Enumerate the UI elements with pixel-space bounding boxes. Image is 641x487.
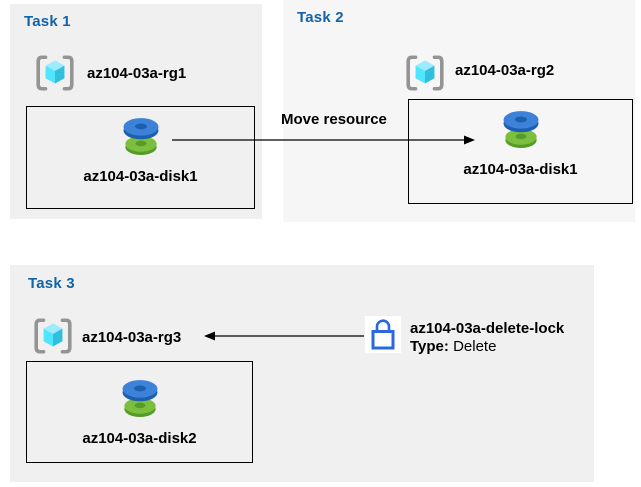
disk-icon xyxy=(122,380,157,417)
resource-group-name: az104-03a-rg1 xyxy=(87,65,187,82)
lock-label-block: az104-03a-delete-lock Type: Delete xyxy=(410,320,564,356)
lock-name: az104-03a-delete-lock xyxy=(410,320,565,337)
lock-icon xyxy=(371,319,395,350)
task3-panel: Task 3 az104-03a-rg3 az104-03a-disk2 xyxy=(10,265,594,482)
resource-group-name: az104-03a-rg3 xyxy=(82,329,182,346)
lock-chip xyxy=(365,316,401,353)
disk-name: az104-03a-disk1 xyxy=(83,168,198,185)
resource-box: az104-03a-disk1 xyxy=(408,99,633,204)
task1-title: Task 1 xyxy=(24,13,71,30)
task2-panel: Task 2 az104-03a-rg2 az104-03a-disk1 xyxy=(283,0,635,222)
lock-type-line: Type: Delete xyxy=(410,338,564,356)
resource-group-icon xyxy=(36,55,74,91)
resource-group-name: az104-03a-rg2 xyxy=(455,62,555,79)
delete-lock-arrow xyxy=(204,331,364,341)
disk-name: az104-03a-disk1 xyxy=(463,161,578,178)
move-resource-label: Move resource xyxy=(281,111,387,128)
move-resource-arrow xyxy=(172,135,475,145)
task3-title: Task 3 xyxy=(28,275,75,292)
resource-box: az104-03a-disk2 xyxy=(26,361,253,463)
resource-group-icon xyxy=(34,318,72,354)
resource-group-icon xyxy=(406,55,444,91)
disk-icon xyxy=(123,118,158,155)
disk-icon xyxy=(503,111,538,148)
task1-panel: Task 1 az104-03a-rg1 az104-03a-disk1 xyxy=(10,4,262,219)
task2-title: Task 2 xyxy=(297,9,344,26)
lock-type-label: Type: xyxy=(410,338,449,355)
lock-type-value: Delete xyxy=(448,338,497,355)
disk-name: az104-03a-disk2 xyxy=(82,430,197,447)
resource-box: az104-03a-disk1 xyxy=(26,106,255,209)
